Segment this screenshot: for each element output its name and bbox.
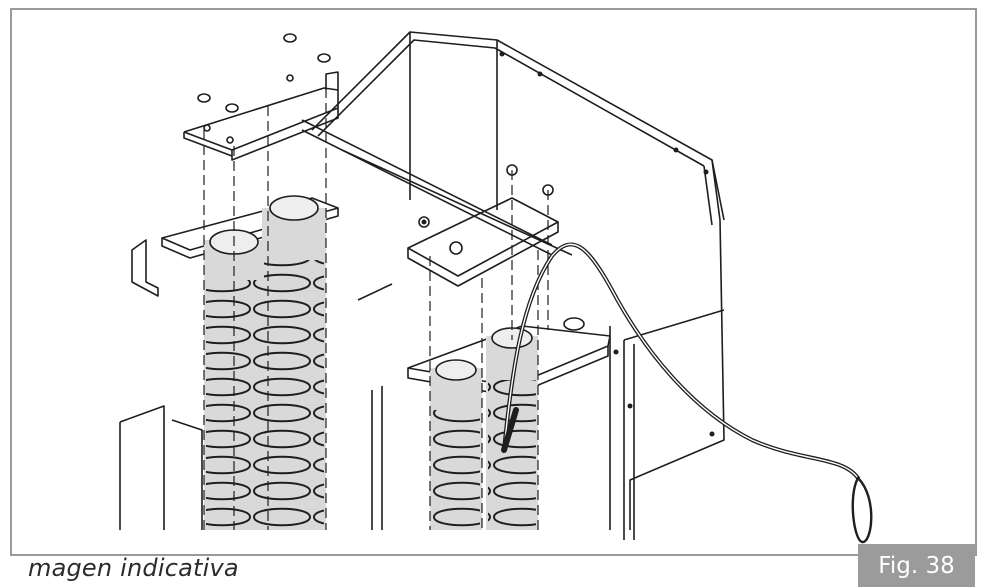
slot — [357, 283, 393, 301]
assembly-guide-lines — [203, 88, 549, 530]
figure-caption: magen indicativa — [28, 554, 239, 582]
housing-top-frame — [311, 31, 725, 540]
sensor-cable — [501, 242, 873, 544]
figure-number-label: Fig. 38 — [858, 544, 975, 587]
housing-holes — [421, 51, 715, 437]
exploded-assembly-drawing — [119, 31, 873, 544]
top-bracket — [183, 71, 339, 161]
right-mount-bracket — [407, 164, 559, 287]
left-side-panel — [119, 326, 611, 530]
right-coil-columns — [430, 327, 538, 530]
nuts-top — [197, 33, 331, 113]
coil-columns — [204, 195, 326, 530]
housing-rails — [301, 119, 573, 256]
probe-loop — [851, 476, 873, 544]
figure-frame — [10, 8, 977, 556]
